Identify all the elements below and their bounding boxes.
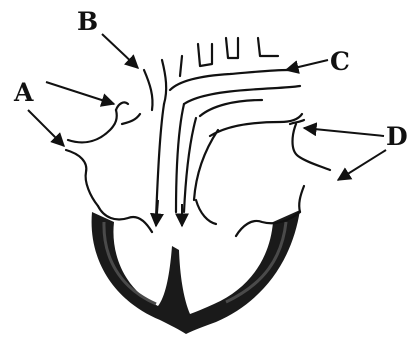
- ventricle-wall: [92, 210, 300, 334]
- pointer-d-upper: [304, 128, 384, 136]
- heart-outline: [66, 38, 330, 236]
- pointer-a-lower: [28, 110, 64, 146]
- label-a: A: [14, 80, 33, 105]
- pointer-c: [286, 60, 328, 70]
- label-b: B: [77, 9, 98, 34]
- label-d: D: [386, 124, 408, 149]
- label-c: C: [330, 49, 350, 74]
- pointer-b: [102, 34, 138, 68]
- flow-arrows: [156, 200, 182, 226]
- pointer-d-lower: [338, 150, 386, 180]
- pointer-a-upper: [46, 82, 114, 104]
